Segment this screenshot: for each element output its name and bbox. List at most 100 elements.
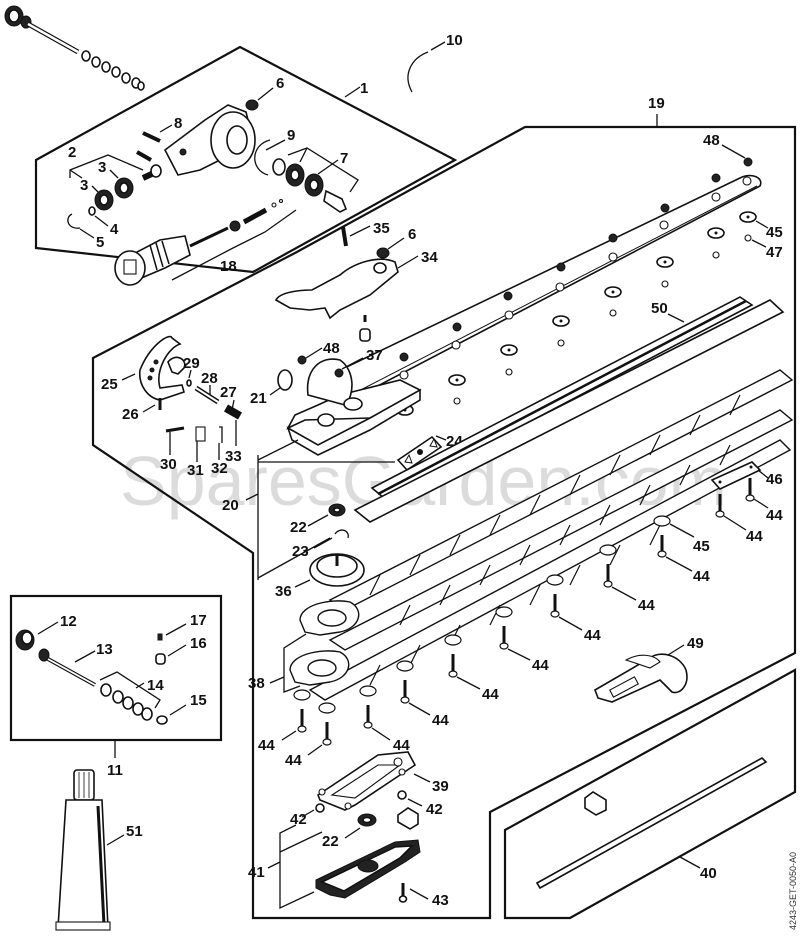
callout-29: 29 <box>183 355 200 372</box>
callout-26: 26 <box>122 406 139 423</box>
callout-44-a: 44 <box>766 507 783 524</box>
handle-34 <box>274 226 399 342</box>
shaft-stub <box>141 164 162 181</box>
gear-cover-41 <box>315 839 421 899</box>
callout-42-left: 42 <box>290 811 307 828</box>
pinion-shaft <box>323 189 348 213</box>
screw-17 <box>157 633 163 641</box>
callout-46: 46 <box>766 471 783 488</box>
callout-12: 12 <box>60 613 77 630</box>
callout-48-top: 48 <box>703 132 720 149</box>
group-40-guard-strip-kit: 40 <box>503 668 797 920</box>
dowel-42a <box>315 803 325 813</box>
dowel-42b <box>397 790 407 800</box>
callout-2: 2 <box>68 144 76 161</box>
guide-rail-50 <box>353 296 785 523</box>
callout-1: 1 <box>360 80 368 97</box>
callout-11: 11 <box>107 762 123 779</box>
callout-51: 51 <box>126 823 143 840</box>
group-1-gear-head-kit: 1 6 8 2 3 <box>34 45 458 286</box>
circlip-5 <box>67 213 81 229</box>
callout-18: 18 <box>220 258 237 275</box>
ratchet-parts <box>138 335 242 443</box>
callout-44-i: 44 <box>393 737 410 754</box>
callout-22-bottom: 22 <box>322 833 339 850</box>
callout-6-top: 6 <box>276 75 284 92</box>
callout-40: 40 <box>700 865 717 882</box>
callout-44-h: 44 <box>432 712 449 729</box>
callout-22-top: 22 <box>290 519 307 536</box>
washers-column <box>396 211 757 416</box>
drive-gear-36 <box>309 553 365 587</box>
callout-19: 19 <box>648 95 665 112</box>
callout-16: 16 <box>190 635 207 652</box>
callout-21: 21 <box>250 390 267 407</box>
o-rings-14 <box>100 683 153 721</box>
callout-44-d: 44 <box>638 597 655 614</box>
callout-4: 4 <box>110 221 119 238</box>
callout-44-c: 44 <box>693 568 710 585</box>
callout-23: 23 <box>292 543 309 560</box>
callout-39: 39 <box>432 778 449 795</box>
blade-holder-49 <box>594 653 688 703</box>
callout-6-handle: 6 <box>408 226 416 243</box>
callout-44-b: 44 <box>746 528 763 545</box>
callout-41: 41 <box>248 864 265 881</box>
callout-14: 14 <box>147 677 164 694</box>
warning-label-24 <box>396 435 443 472</box>
screw-43 <box>398 895 408 903</box>
reference-code: 4243-GET-0050-A0 <box>788 852 798 930</box>
gasket-39 <box>317 751 417 811</box>
group-19-cutter-bar: 19 <box>91 95 797 920</box>
cutter-bar-strip <box>328 157 762 407</box>
guard-strip <box>535 757 768 890</box>
callout-13: 13 <box>96 641 113 658</box>
callout-25: 25 <box>101 376 118 393</box>
callout-32: 32 <box>211 460 228 477</box>
callout-44-k: 44 <box>285 752 302 769</box>
callout-49: 49 <box>687 635 704 652</box>
callout-48-mid: 48 <box>323 340 340 357</box>
drive-shaft-top <box>4 5 145 91</box>
callout-35: 35 <box>373 220 390 237</box>
ring-15 <box>156 715 168 725</box>
cutting-blades-38 <box>289 369 794 701</box>
callout-36: 36 <box>275 583 292 600</box>
callout-10: 10 <box>446 32 463 49</box>
callout-44-f: 44 <box>532 657 549 674</box>
callout-3b: 3 <box>80 177 88 194</box>
callout-15: 15 <box>190 692 207 709</box>
callout-9: 9 <box>287 127 295 144</box>
screws-44 <box>293 478 755 746</box>
circlip-10: 10 <box>407 32 463 93</box>
callout-50: 50 <box>651 300 668 317</box>
callout-44-e: 44 <box>584 627 601 644</box>
circlip-23 <box>334 529 349 539</box>
group-11-shaft-seal-kit: 11 12 13 14 15 17 16 <box>9 594 223 779</box>
gear-housing-20 <box>277 355 422 456</box>
callout-17: 17 <box>190 612 207 629</box>
callout-31: 31 <box>187 462 204 479</box>
circlip-9 <box>254 139 271 176</box>
callout-42-right: 42 <box>426 801 443 818</box>
drive-sleeve-18 <box>114 198 284 286</box>
callout-37: 37 <box>366 347 383 364</box>
grease-tube-51 <box>55 769 111 931</box>
clip-block-40 <box>584 791 607 816</box>
plate-46 <box>710 461 762 490</box>
nut-16 <box>155 653 166 665</box>
callout-5: 5 <box>96 234 104 251</box>
shaft-13 <box>38 648 50 662</box>
callout-44-j: 44 <box>258 737 275 754</box>
callout-30: 30 <box>160 456 177 473</box>
callout-34: 34 <box>421 249 438 266</box>
callout-38: 38 <box>248 675 265 692</box>
callout-20: 20 <box>222 497 239 514</box>
gear-housing <box>163 99 259 176</box>
callout-27: 27 <box>220 384 237 401</box>
callout-45-top: 45 <box>766 224 783 241</box>
callout-43: 43 <box>432 892 449 909</box>
washer-4 <box>88 206 96 216</box>
callout-44-g: 44 <box>482 686 499 703</box>
